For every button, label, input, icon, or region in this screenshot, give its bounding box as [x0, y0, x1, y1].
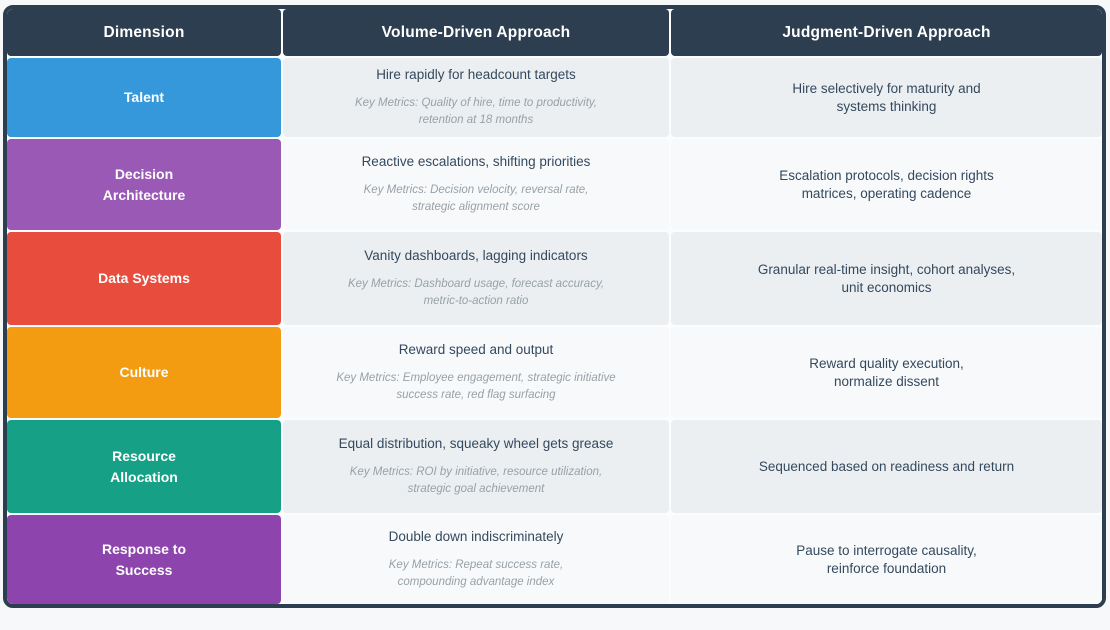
approach-text: Escalation protocols, decision rights ma… [779, 167, 994, 201]
column-header-volume-driven: Volume-Driven Approach [283, 9, 669, 56]
key-metrics-text: Key Metrics: ROI by initiative, resource… [349, 465, 603, 495]
comparison-table: Dimension Volume-Driven Approach Judgmen… [3, 5, 1106, 608]
volume-cell-decision-architecture: Reactive escalations, shifting prioritie… [283, 139, 669, 230]
approach-text: Equal distribution, squeaky wheel gets g… [338, 435, 614, 451]
dimension-cell-talent: Talent [7, 58, 281, 137]
table-grid: Dimension Volume-Driven Approach Judgmen… [7, 9, 1102, 604]
judgment-cell-response-to-success: Pause to interrogate causality, reinforc… [671, 515, 1102, 604]
approach-text: Reward speed and output [398, 341, 554, 357]
approach-text: Pause to interrogate causality, reinforc… [796, 542, 977, 576]
approach-text: Vanity dashboards, lagging indicators [364, 247, 588, 263]
judgment-cell-talent: Hire selectively for maturity and system… [671, 58, 1102, 137]
approach-text: Double down indiscriminately [388, 528, 564, 544]
key-metrics-text: Key Metrics: Decision velocity, reversal… [363, 183, 589, 213]
approach-text: Reward quality execution, normalize diss… [809, 355, 964, 389]
approach-text: Granular real-time insight, cohort analy… [757, 261, 1016, 295]
column-header-dimension: Dimension [7, 9, 281, 56]
key-metrics-text: Key Metrics: Quality of hire, time to pr… [354, 96, 597, 126]
volume-cell-talent: Hire rapidly for headcount targets Key M… [283, 58, 669, 137]
volume-cell-culture: Reward speed and output Key Metrics: Emp… [283, 327, 669, 418]
dimension-cell-resource-allocation: Resource Allocation [7, 420, 281, 513]
dimension-cell-response-to-success: Response to Success [7, 515, 281, 604]
dimension-cell-culture: Culture [7, 327, 281, 418]
key-metrics-text: Key Metrics: Dashboard usage, forecast a… [347, 277, 605, 307]
dimension-cell-decision-architecture: Decision Architecture [7, 139, 281, 230]
volume-cell-data-systems: Vanity dashboards, lagging indicators Ke… [283, 232, 669, 325]
key-metrics-text: Key Metrics: Repeat success rate, compou… [388, 558, 564, 588]
judgment-cell-data-systems: Granular real-time insight, cohort analy… [671, 232, 1102, 325]
approach-text: Sequenced based on readiness and return [758, 458, 1015, 474]
judgment-cell-resource-allocation: Sequenced based on readiness and return [671, 420, 1102, 513]
key-metrics-text: Key Metrics: Employee engagement, strate… [336, 371, 616, 401]
column-header-judgment-driven: Judgment-Driven Approach [671, 9, 1102, 56]
volume-cell-response-to-success: Double down indiscriminately Key Metrics… [283, 515, 669, 604]
approach-text: Hire selectively for maturity and system… [792, 80, 981, 114]
judgment-cell-decision-architecture: Escalation protocols, decision rights ma… [671, 139, 1102, 230]
volume-cell-resource-allocation: Equal distribution, squeaky wheel gets g… [283, 420, 669, 513]
approach-text: Hire rapidly for headcount targets [376, 66, 576, 82]
dimension-cell-data-systems: Data Systems [7, 232, 281, 325]
approach-text: Reactive escalations, shifting prioritie… [361, 153, 591, 169]
judgment-cell-culture: Reward quality execution, normalize diss… [671, 327, 1102, 418]
